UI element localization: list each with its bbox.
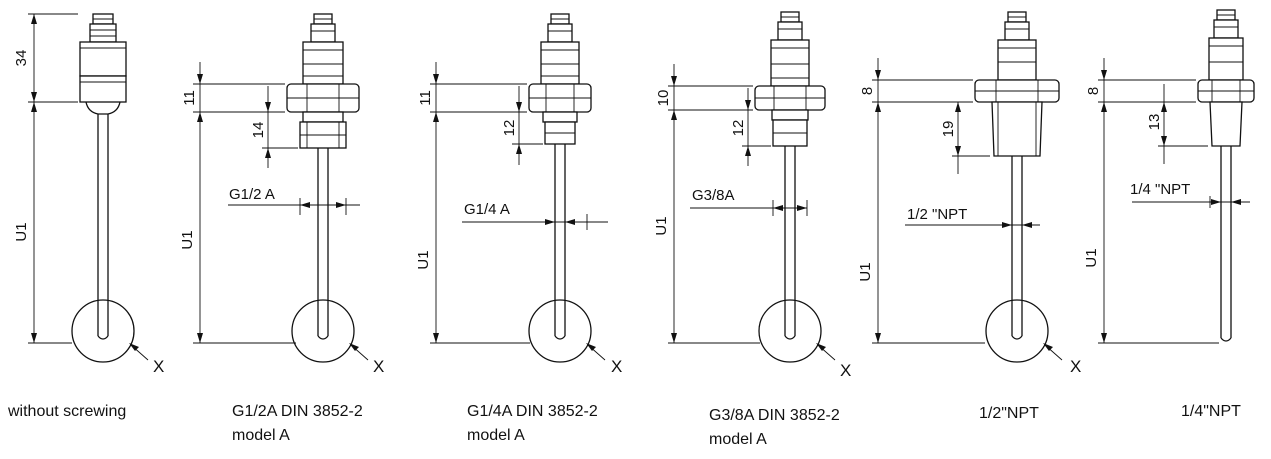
probe-fitting-5 <box>974 11 1060 157</box>
variant-without-screwing: X 34 U1 <box>13 13 164 376</box>
dim-length-label-3: U1 <box>415 250 432 269</box>
detail-mark-3: X <box>611 357 622 376</box>
caption-npt12: 1/2"NPT <box>979 402 1039 426</box>
dim-hex-label-3: 11 <box>417 90 434 106</box>
probe-fitting-2 <box>286 13 360 149</box>
thread-label-3: G1/4 A <box>464 201 510 218</box>
caption-g12a: G1/2A DIN 3852-2 model A <box>232 400 363 448</box>
caption-g14a: G1/4A DIN 3852-2 model A <box>467 400 598 448</box>
dim-length-label-4: U1 <box>653 216 670 235</box>
probe-fitting-6 <box>1197 9 1255 147</box>
dim-hex-label-4: 10 <box>655 90 672 107</box>
probe-stem-3 <box>554 144 566 340</box>
probe-stem-6 <box>1220 146 1232 342</box>
dim-hex-label-6: 8 <box>1085 87 1102 95</box>
caption-line: G1/4A DIN 3852-2 <box>467 403 598 420</box>
variant-npt14: 8 U1 13 1/4 "NPT <box>1083 9 1255 344</box>
dim-length-label-5: U1 <box>857 262 874 281</box>
detail-circle-3 <box>528 299 592 363</box>
caption-line: without screwing <box>8 403 127 420</box>
variant-g14a: X 11 U1 12 G1/4 A <box>415 13 622 376</box>
probe-stem-5 <box>1011 156 1023 340</box>
variant-g38a: X 10 U1 12 G3/8A <box>653 11 851 380</box>
probe-stem-1 <box>97 114 109 340</box>
caption-g38a: G3/8A DIN 3852-2 model A <box>709 404 840 452</box>
variant-npt12: X 8 U1 19 1/2 "NPT <box>857 11 1081 376</box>
variant-g12a: X 11 U1 14 G1/2 A <box>179 13 384 376</box>
dim-height-label-1: 34 <box>13 50 30 67</box>
probe-fitting-1 <box>79 13 127 115</box>
detail-circle-5 <box>985 299 1049 363</box>
probe-stem-2 <box>317 148 329 340</box>
probe-fitting-4 <box>754 11 826 147</box>
caption-npt14: 1/4"NPT <box>1181 400 1241 424</box>
dim-length-label-6: U1 <box>1083 248 1100 267</box>
dim-hex-label-5: 8 <box>859 87 876 95</box>
dim-thread-label-3: 12 <box>501 120 518 137</box>
caption-line: model A <box>467 427 525 444</box>
dim-thread-label-6: 13 <box>1146 114 1163 131</box>
caption-line: model A <box>232 427 290 444</box>
caption-line: 1/2"NPT <box>979 405 1039 422</box>
thread-label-5: 1/2 "NPT <box>907 206 967 223</box>
caption-without-screwing: without screwing <box>8 400 126 424</box>
thread-label-6: 1/4 "NPT <box>1130 181 1190 198</box>
detail-circle-1 <box>71 299 135 363</box>
dim-thread-label-2: 14 <box>250 122 267 139</box>
caption-line: G3/8A DIN 3852-2 <box>709 407 840 424</box>
probe-stem-4 <box>784 146 796 340</box>
detail-mark-1: X <box>153 357 164 376</box>
caption-line: G1/2A DIN 3852-2 <box>232 403 363 420</box>
detail-mark-5: X <box>1070 357 1081 376</box>
caption-line: model A <box>709 431 767 448</box>
probe-fitting-3 <box>528 13 592 145</box>
dim-length-label-1: U1 <box>13 222 30 241</box>
dim-hex-label-2: 11 <box>181 90 198 106</box>
dim-thread-label-4: 12 <box>730 120 747 137</box>
detail-circle-4 <box>758 299 822 363</box>
caption-line: 1/4"NPT <box>1181 403 1241 420</box>
dim-thread-label-5: 19 <box>940 121 957 138</box>
detail-mark-2: X <box>373 357 384 376</box>
thread-label-4: G3/8A <box>692 187 735 204</box>
detail-circle-2 <box>291 299 355 363</box>
thread-label-2: G1/2 A <box>229 186 275 203</box>
detail-mark-4: X <box>840 361 851 380</box>
dim-length-label-2: U1 <box>179 230 196 249</box>
